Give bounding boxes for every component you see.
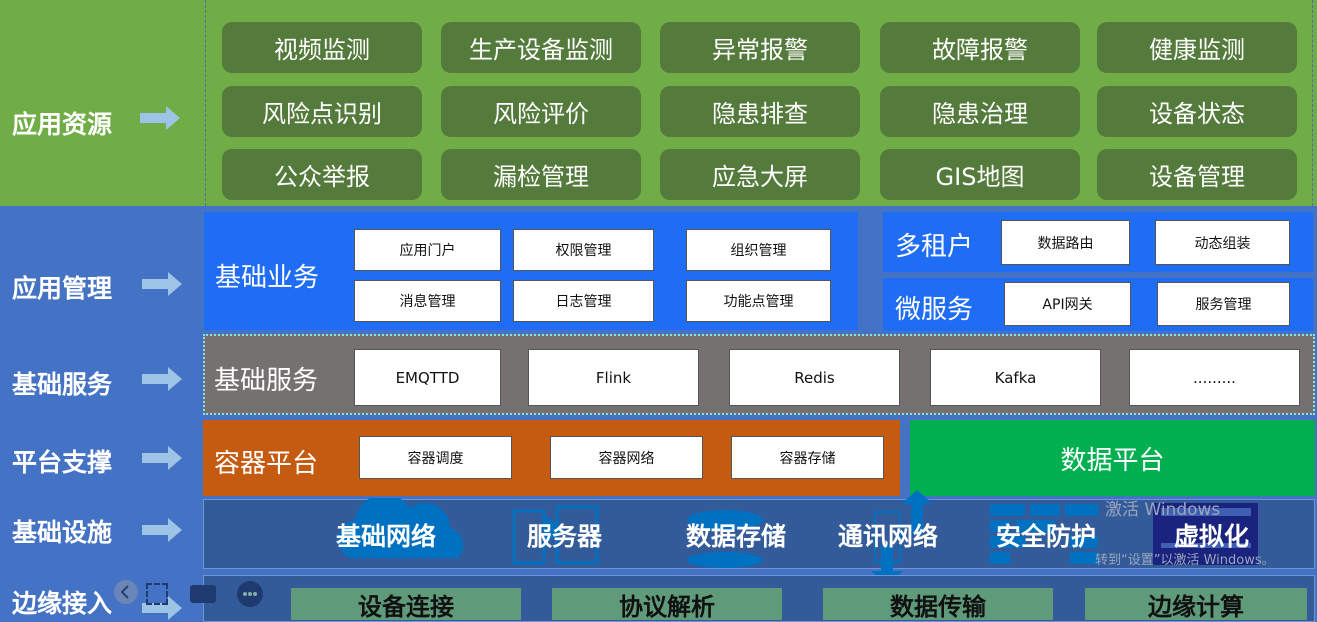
infra-item: 基础网络 <box>336 522 437 551</box>
divider <box>205 0 206 206</box>
app-resource-button: 异常报警 <box>660 22 860 73</box>
scan-icon[interactable] <box>146 583 168 605</box>
container-platform-title: 容器平台 <box>214 449 319 479</box>
layer-label-app-management: 应用管理 <box>12 274 113 303</box>
app-resource-button: 生产设备监测 <box>441 22 641 73</box>
app-resource-button: 设备管理 <box>1097 149 1297 200</box>
module-box: API网关 <box>1004 282 1131 326</box>
virtualization-icon <box>1153 503 1258 565</box>
module-box: 容器存储 <box>731 436 884 479</box>
app-resource-button: 隐患排查 <box>660 86 860 137</box>
service-box: ......... <box>1129 349 1300 406</box>
arrow-right-icon <box>142 446 182 470</box>
service-box: Flink <box>528 349 699 406</box>
module-box: 应用门户 <box>354 229 501 271</box>
infra-item: 通讯网络 <box>838 522 939 551</box>
app-resource-button: 健康监测 <box>1097 22 1297 73</box>
arrow-right-icon <box>142 272 182 296</box>
arrow-right-icon <box>142 596 182 620</box>
module-box: 消息管理 <box>354 280 501 322</box>
module-box: 动态组装 <box>1155 220 1290 265</box>
app-resource-button: 应急大屏 <box>660 149 860 200</box>
edge-item: 设备连接 <box>291 588 521 621</box>
camera-icon[interactable] <box>190 585 216 603</box>
arrow-right-icon <box>140 106 180 130</box>
module-box: 容器网络 <box>550 436 703 479</box>
module-box: 容器调度 <box>359 436 512 479</box>
watermark-title: 激活 Windows <box>1105 500 1221 520</box>
infra-item: 虚拟化 <box>1174 522 1250 551</box>
app-resource-button: GIS地图 <box>880 149 1080 200</box>
app-resource-button: 隐患治理 <box>880 86 1080 137</box>
firewall-icon <box>990 504 1098 564</box>
edge-item: 数据传输 <box>823 588 1053 621</box>
module-box: 服务管理 <box>1157 282 1290 326</box>
database-icon <box>687 510 763 568</box>
layer-label-app-resources: 应用资源 <box>12 110 113 139</box>
watermark-subtitle: 转到“设置”以激活 Windows。 <box>1095 553 1275 568</box>
module-box: 组织管理 <box>686 229 831 271</box>
arrow-right-icon <box>142 518 182 542</box>
edge-item: 协议解析 <box>552 588 782 621</box>
basic-services-title: 基础服务 <box>214 366 319 396</box>
data-platform-panel: 数据平台 <box>910 420 1315 496</box>
cloud-icon <box>338 498 464 558</box>
app-resource-button: 风险点识别 <box>222 86 422 137</box>
prev-icon[interactable] <box>114 580 138 604</box>
multi-tenant-title: 多租户 <box>895 232 974 262</box>
module-box: 权限管理 <box>513 229 654 271</box>
edge-item: 边缘计算 <box>1085 588 1307 621</box>
divider <box>1312 0 1313 206</box>
app-resource-button: 视频监测 <box>222 22 422 73</box>
microservice-title: 微服务 <box>895 295 974 325</box>
service-box: Redis <box>729 349 900 406</box>
module-box: 功能点管理 <box>686 280 831 322</box>
layer-label-basic-services: 基础服务 <box>12 370 113 399</box>
infra-item: 服务器 <box>527 522 603 551</box>
infra-item: 数据存储 <box>686 522 787 551</box>
layer-label-edge-access: 边缘接入 <box>12 589 113 618</box>
app-resource-button: 风险评价 <box>441 86 641 137</box>
app-resource-button: 设备状态 <box>1097 86 1297 137</box>
infra-item: 安全防护 <box>996 522 1097 551</box>
server-icon <box>512 505 599 565</box>
module-box: 数据路由 <box>1001 220 1130 265</box>
service-box: Kafka <box>930 349 1101 406</box>
basic-business-title: 基础业务 <box>215 263 320 293</box>
app-resource-button: 故障报警 <box>880 22 1080 73</box>
arrow-right-icon <box>142 367 182 391</box>
more-icon[interactable] <box>237 581 263 607</box>
app-resource-button: 漏检管理 <box>441 149 641 200</box>
service-box: EMQTTD <box>354 349 501 406</box>
app-resource-button: 公众举报 <box>222 149 422 200</box>
layer-label-infrastructure: 基础设施 <box>12 518 113 547</box>
module-box: 日志管理 <box>513 280 654 322</box>
layer-label-platform-support: 平台支撑 <box>12 448 113 477</box>
